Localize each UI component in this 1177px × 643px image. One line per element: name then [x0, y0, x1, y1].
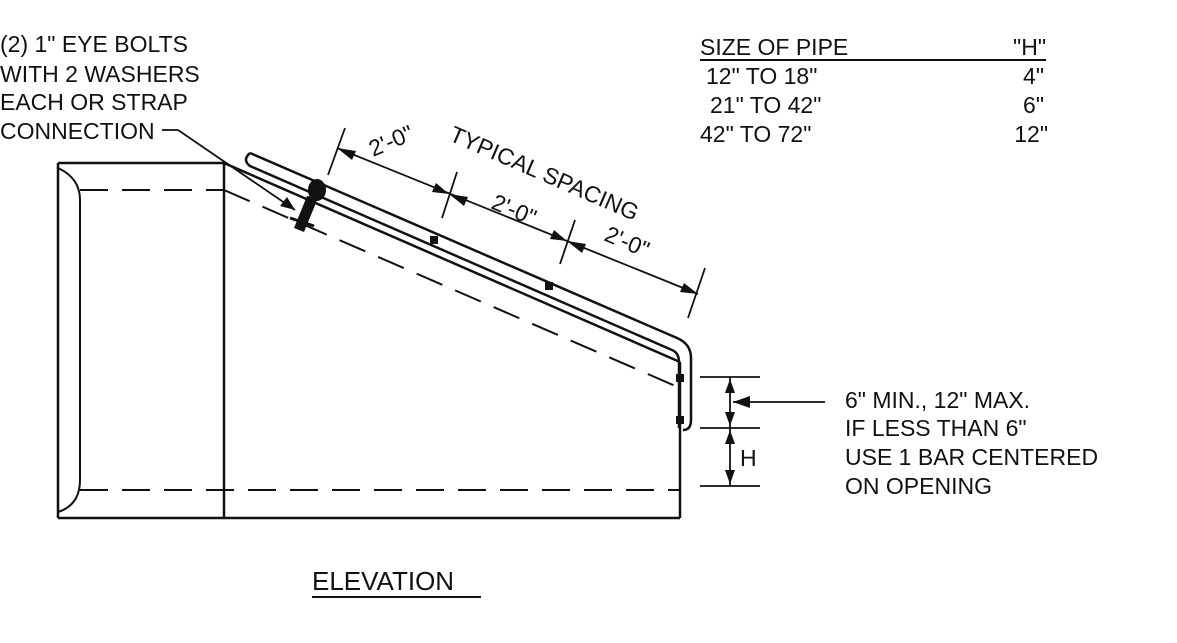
eye-bolt: [289, 179, 326, 232]
table-size-cell: 12" TO 18": [706, 63, 817, 89]
spacing-dim-label: 2'-0": [488, 189, 540, 231]
headwall: [56, 161, 682, 520]
table-h-cell: 4": [1023, 63, 1044, 89]
eye-bolt-note-line: CONNECTION: [0, 118, 155, 144]
bar-connections: [430, 236, 684, 424]
table-header-size: SIZE OF PIPE: [700, 34, 848, 60]
safety-bar: [244, 151, 693, 432]
table-h-cell: 12": [1014, 121, 1048, 147]
spacing-dimension: [327, 127, 706, 319]
opening-note-line: 6" MIN., 12" MAX.: [845, 387, 1030, 413]
pipe-size-table: SIZE OF PIPE "H" 12" TO 18" 4" 21" TO 42…: [700, 34, 1048, 147]
pipe-hidden-lines: [80, 189, 681, 491]
spacing-labels: TYPICAL SPACING 2'-0" 2'-0" 2'-0": [365, 120, 654, 263]
table-h-cell: 6": [1023, 92, 1044, 118]
eye-bolt-note-line: WITH 2 WASHERS: [0, 61, 200, 87]
opening-note-line: USE 1 BAR CENTERED: [845, 444, 1098, 470]
eye-bolt-note-line: EACH OR STRAP: [0, 89, 188, 115]
eye-bolt-leader: [162, 129, 296, 211]
opening-note-line: ON OPENING: [845, 473, 992, 499]
spacing-dim-label: 2'-0": [365, 120, 417, 162]
typical-spacing-label: TYPICAL SPACING: [446, 121, 643, 226]
h-dimension: [700, 376, 825, 487]
eye-bolt-note-line: (2) 1" EYE BOLTS: [0, 31, 188, 57]
opening-note-line: IF LESS THAN 6": [845, 415, 1027, 441]
spacing-dim-label: 2'-0": [601, 221, 653, 263]
opening-note: 6" MIN., 12" MAX. IF LESS THAN 6" USE 1 …: [845, 387, 1098, 499]
table-header-h: "H": [1013, 34, 1046, 60]
table-size-cell: 42" TO 72": [700, 121, 811, 147]
eye-bolt-note: (2) 1" EYE BOLTS WITH 2 WASHERS EACH OR …: [0, 31, 200, 144]
h-label: H: [740, 445, 757, 471]
table-size-cell: 21" TO 42": [710, 92, 821, 118]
elevation-title: ELEVATION: [312, 566, 454, 596]
drawing-title: ELEVATION: [312, 566, 481, 598]
